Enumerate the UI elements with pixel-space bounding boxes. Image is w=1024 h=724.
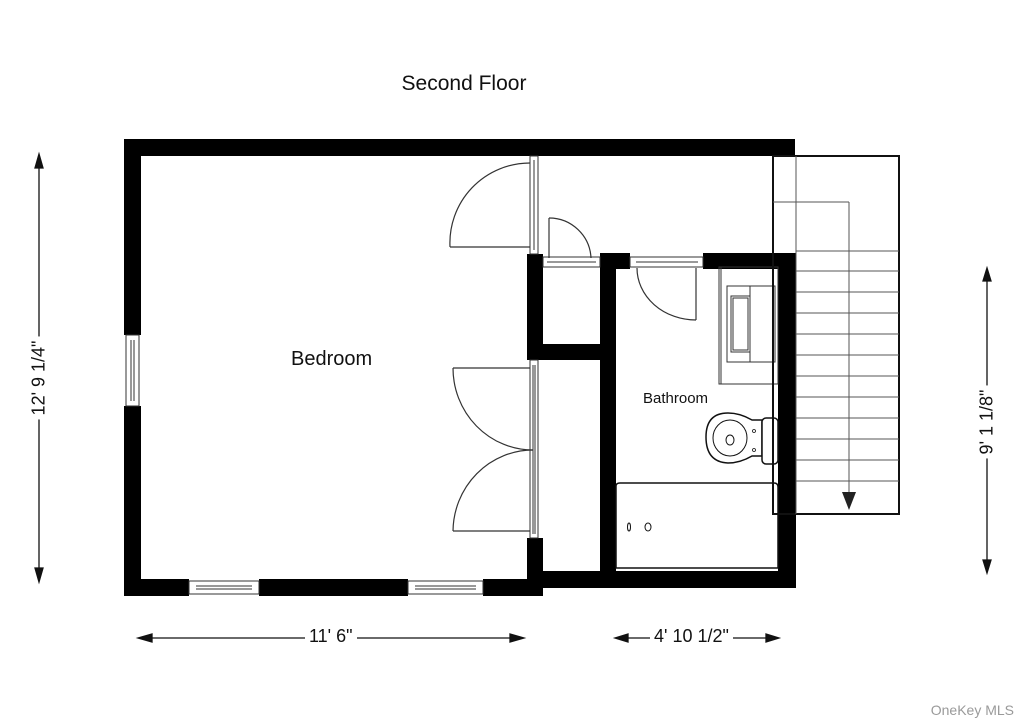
dimension-stair-side-height: 9' 1 1/8" bbox=[976, 385, 998, 459]
walls bbox=[124, 139, 796, 596]
room-label-bedroom: Bedroom bbox=[291, 348, 373, 370]
floor-title: Second Floor bbox=[401, 72, 527, 95]
windows bbox=[125, 334, 484, 595]
dimension-bathroom-width: 4' 10 1/2" bbox=[650, 626, 733, 647]
door-swings bbox=[449, 162, 697, 532]
dimension-bedroom-width: 11' 6" bbox=[305, 626, 357, 647]
bathtub bbox=[615, 482, 779, 569]
dimension-lines bbox=[34, 151, 992, 643]
dimension-overall-height: 12' 9 1/4" bbox=[28, 336, 50, 420]
stair-direction-arrow-icon bbox=[842, 492, 856, 510]
watermark: OneKey MLS bbox=[930, 702, 1014, 718]
toilet bbox=[705, 412, 779, 465]
room-label-bathroom: Bathroom bbox=[643, 390, 709, 407]
sink-vanity bbox=[718, 266, 779, 385]
staircase bbox=[772, 155, 900, 515]
